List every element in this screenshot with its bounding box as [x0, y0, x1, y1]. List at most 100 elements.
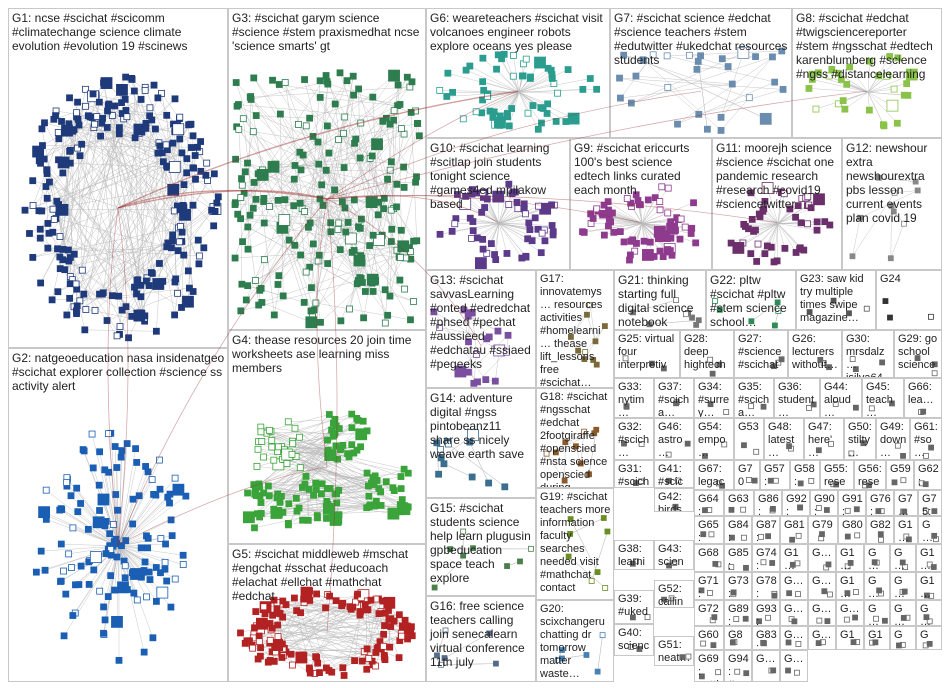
- edge: [620, 78, 668, 87]
- group-g84: G84: ma…: [724, 516, 752, 544]
- group-label: G85: gre… de…: [728, 547, 749, 572]
- node: [250, 205, 256, 211]
- group-label: G…: [784, 575, 805, 588]
- node: [46, 230, 52, 236]
- node: [790, 537, 795, 542]
- node: [78, 500, 84, 506]
- node: [164, 244, 170, 250]
- node: [437, 87, 443, 93]
- group-g75: G75: lea…: [918, 490, 942, 516]
- node: [480, 55, 486, 61]
- group-g29: G29: go school science…: [894, 330, 942, 378]
- node: [399, 497, 405, 503]
- group-label: G…: [920, 629, 939, 650]
- node: [274, 495, 280, 501]
- node: [115, 507, 121, 513]
- node: [117, 324, 123, 330]
- node: [538, 105, 544, 111]
- node: [300, 517, 306, 523]
- node: [814, 219, 820, 225]
- group-g28: G28: deep hightech…: [680, 330, 734, 378]
- node: [94, 114, 100, 120]
- node: [77, 153, 83, 159]
- node: [245, 160, 251, 166]
- group-g50: G50: stilty…: [844, 418, 876, 460]
- node: [148, 270, 154, 276]
- node: [151, 491, 157, 497]
- node: [370, 232, 376, 238]
- node: [891, 86, 897, 92]
- group-label: G38: learni… learni…: [618, 543, 651, 570]
- node: [181, 252, 187, 258]
- node: [74, 485, 80, 491]
- group-label: G53: [738, 421, 761, 434]
- node: [444, 93, 450, 99]
- node: [383, 479, 389, 485]
- group-g77: G7…: [894, 490, 918, 516]
- node: [155, 95, 161, 101]
- node: [359, 280, 365, 286]
- node: [232, 202, 238, 208]
- node: [394, 181, 400, 187]
- group-g21: G21: thinking starting full digital scie…: [614, 270, 706, 330]
- node: [44, 195, 50, 201]
- group-g22: G22: pltw #scichat #pltw #stem science s…: [706, 270, 796, 330]
- group-g89: G89: sci…: [724, 600, 752, 626]
- node: [73, 281, 79, 287]
- node: [171, 208, 177, 214]
- node: [238, 630, 244, 636]
- node: [116, 84, 127, 95]
- node: [233, 80, 239, 86]
- node: [253, 609, 259, 615]
- node: [141, 649, 147, 655]
- node: [108, 573, 114, 579]
- node: [211, 171, 217, 177]
- node: [42, 567, 48, 573]
- node: [142, 87, 148, 93]
- node: [171, 184, 177, 190]
- node: [250, 645, 256, 651]
- group-g102: G1…: [916, 544, 942, 572]
- node: [380, 643, 386, 649]
- node: [248, 514, 254, 520]
- node: [105, 102, 111, 108]
- group-nodes: [229, 9, 426, 330]
- edge: [668, 87, 699, 114]
- group-g112: G…: [864, 600, 890, 626]
- node: [325, 437, 331, 443]
- node: [133, 446, 139, 452]
- group-g115: G…: [780, 626, 808, 650]
- node: [271, 457, 277, 463]
- group-g40: G40: science #csk8: [614, 624, 654, 656]
- node: [269, 444, 275, 450]
- node: [74, 110, 80, 116]
- group-label: G21: thinking starting full digital scie…: [618, 273, 703, 330]
- node: [172, 96, 178, 102]
- node: [126, 335, 132, 341]
- group-g90: G90: #sc…: [810, 490, 838, 516]
- edge: [868, 84, 907, 93]
- node: [594, 86, 600, 92]
- node: [239, 182, 245, 188]
- node: [180, 552, 186, 558]
- node: [675, 121, 681, 127]
- node: [132, 135, 138, 141]
- node: [544, 110, 550, 116]
- node: [188, 145, 194, 151]
- node: [37, 226, 43, 232]
- node: [238, 195, 244, 201]
- node: [336, 137, 342, 143]
- group-label: G31: #scich… read…: [618, 463, 651, 488]
- node: [67, 160, 73, 166]
- node: [86, 581, 92, 587]
- group-label: G12: newshour extra newshourextra pbs le…: [846, 141, 939, 225]
- node: [55, 130, 61, 136]
- group-g110: G…: [808, 600, 836, 626]
- group-label: G…: [894, 603, 913, 626]
- node: [813, 106, 819, 112]
- group-label: G34: #surrey…: [698, 381, 731, 418]
- node: [467, 215, 473, 221]
- group-g68: G68: [694, 544, 724, 572]
- group-g33: G33: nytim… insect…: [614, 378, 654, 418]
- group-label: G55: rese…: [824, 463, 851, 490]
